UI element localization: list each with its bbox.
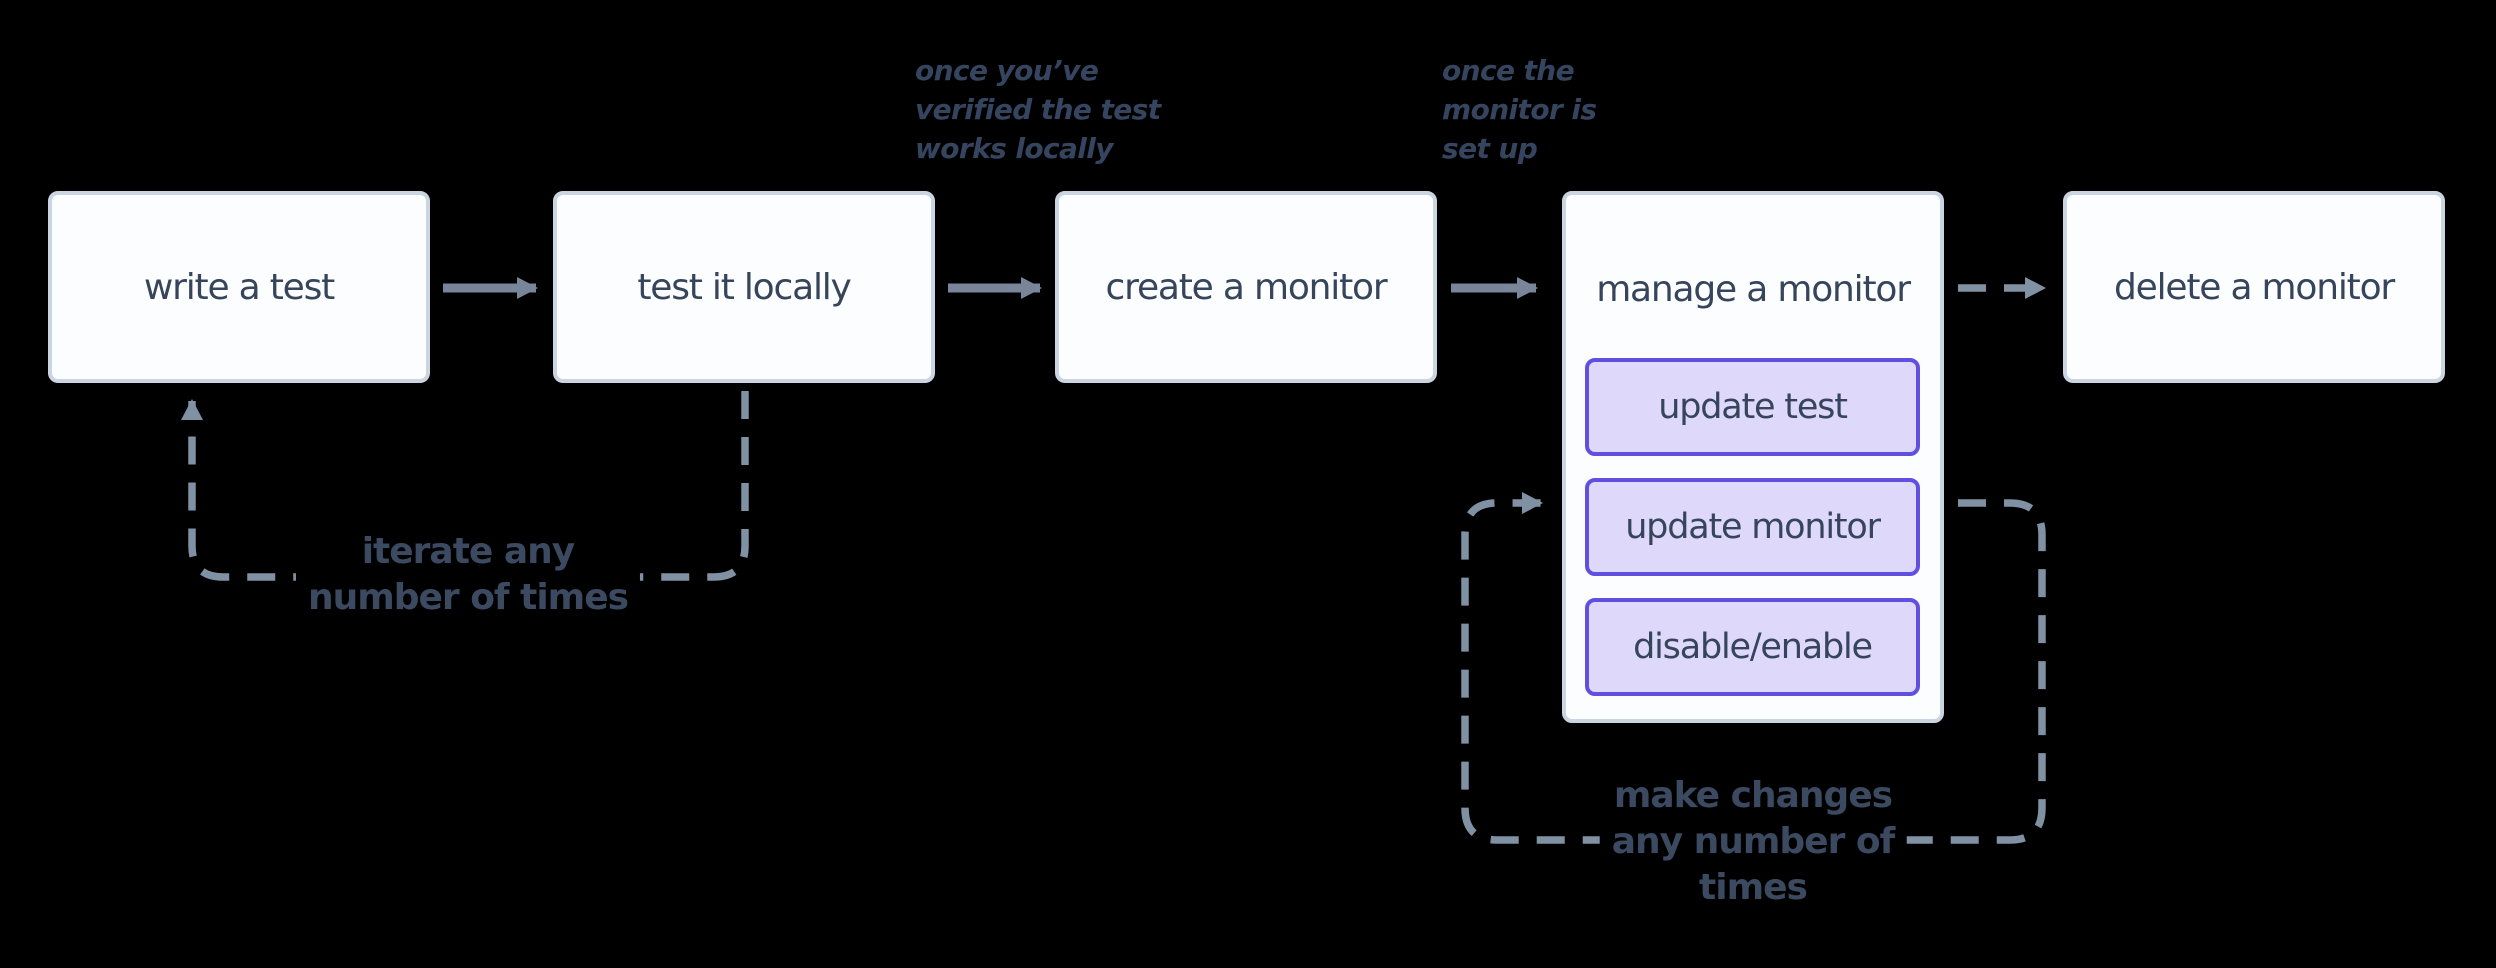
node-label: create a monitor (1105, 266, 1388, 308)
loop-label-line: any number of (1611, 821, 1896, 862)
annotation-once-set-up: once the monitor is set up (1442, 51, 1597, 168)
annotation-line: verified the test (915, 93, 1161, 126)
node-label: test it locally (637, 266, 852, 308)
node-create-a-monitor: create a monitor (1055, 191, 1437, 383)
subnode-label: disable/enable (1633, 627, 1873, 667)
loop-label-line: times (1699, 867, 1808, 908)
node-delete-a-monitor: delete a monitor (2063, 191, 2445, 383)
loop-label-make-changes: make changes any number of times (1599, 769, 1907, 915)
subnode-label: update monitor (1625, 507, 1881, 547)
loop-label-line: number of times (307, 577, 629, 618)
subnode-label: update test (1658, 387, 1848, 427)
node-title: manage a monitor (1566, 195, 1940, 383)
annotation-line: works locally (915, 132, 1114, 165)
annotation-line: set up (1442, 132, 1538, 165)
node-test-it-locally: test it locally (553, 191, 935, 383)
annotation-line: once the (1442, 54, 1575, 87)
loop-label-line: iterate any (361, 531, 576, 572)
loop-label-iterate: iterate any number of times (295, 525, 641, 625)
node-manage-a-monitor: manage a monitor update test update moni… (1562, 191, 1944, 723)
loop-label-line: make changes (1613, 775, 1893, 816)
annotation-once-verified: once you’ve verified the test works loca… (915, 51, 1161, 168)
subnode-update-test: update test (1585, 358, 1920, 456)
subnode-update-monitor: update monitor (1585, 478, 1920, 576)
node-write-a-test: write a test (48, 191, 430, 383)
annotation-line: once you’ve (915, 54, 1099, 87)
subnode-disable-enable: disable/enable (1585, 598, 1920, 696)
node-label: write a test (143, 266, 335, 308)
node-label: manage a monitor (1596, 268, 1911, 310)
annotation-line: monitor is (1442, 93, 1597, 126)
node-label: delete a monitor (2113, 266, 2395, 308)
